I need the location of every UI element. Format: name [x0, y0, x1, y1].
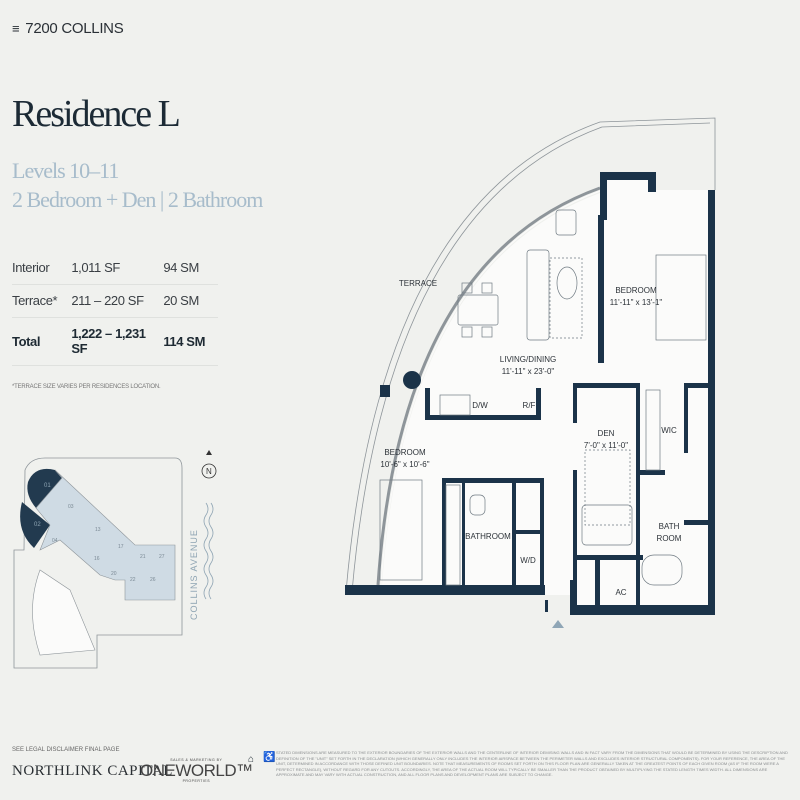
equal-housing-icon: ⌂: [248, 754, 255, 765]
north-arrow-icon: [206, 450, 212, 455]
refrigerator-label: R/F: [523, 401, 536, 410]
area-label: Total: [12, 317, 72, 366]
legal-note: SEE LEGAL DISCLAIMER FINAL PAGE: [12, 747, 120, 753]
area-sf: 1,222 – 1,231 SF: [71, 317, 164, 366]
bed-1: [655, 254, 707, 341]
adjacent-building: [32, 569, 96, 656]
developer-logo: NORTHLINK CAPITAL: [12, 763, 173, 779]
area-label: Terrace*: [12, 284, 72, 318]
unit-label: 04: [52, 538, 58, 544]
stacked-lines-logo-icon: ≡: [12, 21, 20, 36]
area-sf: 1,011 SF: [71, 252, 164, 285]
room-living-dim: 11'-11" x 23'-0": [502, 367, 555, 376]
tower-units: [35, 469, 176, 601]
unit-label: 27: [159, 554, 165, 560]
unit-label: 03: [68, 504, 74, 510]
unit-02-highlight: [20, 502, 50, 548]
key-plan: 01 02 03 04 13 17 21 27 16 20 22 26 N CO…: [13, 450, 217, 669]
room-bedroom-1: BEDROOM: [615, 286, 657, 295]
room-labels: TERRACE LIVING/DINING 11'-11" x 23'-0" B…: [380, 279, 681, 597]
bathtub: [641, 554, 683, 586]
page-title: Residence L: [12, 93, 181, 135]
brand-name: 7200 COLLINS: [25, 20, 124, 37]
levels-text: Levels 10–11: [12, 158, 119, 183]
residence-subtitle: Levels 10–11 2 Bedroom + Den | 2 Bathroo…: [12, 156, 263, 214]
unit-label: 22: [130, 577, 136, 583]
area-sm: 94 SM: [163, 252, 218, 285]
area-sm: 114 SM: [163, 317, 218, 366]
unit-label: 16: [94, 556, 100, 562]
entry-arrow-icon: [552, 620, 564, 628]
room-bathroom-1: BATHROOM: [465, 532, 511, 541]
accessibility-icon: ♿: [263, 752, 276, 763]
room-bedroom-2: BEDROOM: [384, 448, 426, 457]
bed-2: [379, 479, 423, 581]
bed-bath-text: 2 Bedroom + Den | 2 Bathroom: [12, 187, 263, 212]
area-sm: 20 SM: [163, 284, 218, 318]
disclaimer-text: Stated dimensions are measured to the ex…: [276, 750, 788, 777]
unit-floor: [346, 175, 710, 612]
room-bathroom-2-line2: ROOM: [657, 534, 682, 543]
area-sf: 211 – 220 SF: [71, 284, 164, 318]
dining-table: [457, 294, 499, 326]
terrace-footnote: *TERRACE SIZE VARIES PER RESIDENCES LOCA…: [12, 384, 161, 390]
unit-label: 13: [95, 527, 101, 533]
street-label: COLLINS AVENUE: [189, 529, 199, 620]
unit-01-highlight: [27, 468, 62, 508]
site-outline: [13, 457, 183, 669]
room-den-dim: 7'-0" x 11'-0": [584, 441, 628, 450]
brand-header: ≡ 7200 COLLINS: [12, 20, 124, 37]
floor-plan: TERRACE LIVING/DINING 11'-11" x 23'-0" B…: [345, 117, 716, 628]
unit-label: 02: [34, 522, 41, 528]
washer-dryer-label: W/D: [520, 556, 536, 565]
north-compass-icon: [201, 463, 217, 479]
water-wave-icon: [203, 502, 209, 600]
area-label: Interior: [12, 252, 72, 285]
dishwasher-label: D/W: [472, 401, 488, 410]
room-bedroom-2-dim: 10'-6" x 10'-6": [380, 460, 429, 469]
den-sofa: [581, 504, 633, 546]
toilet: [469, 494, 486, 516]
north-label: N: [206, 467, 212, 476]
marketing-logo: SALES & MARKETING BY ONEWORLD™ PROPERTIE…: [140, 758, 253, 783]
closet: [645, 389, 661, 471]
unit-label: 17: [118, 544, 124, 550]
ac-label: AC: [615, 588, 626, 597]
sofa: [526, 249, 550, 341]
room-wic: WIC: [661, 426, 677, 435]
rug: [549, 257, 583, 339]
column: [403, 371, 421, 389]
unit-label: 21: [140, 554, 146, 560]
furniture: [379, 209, 707, 586]
walls: [345, 172, 715, 615]
room-bedroom-1-dim: 11'-11" x 13'-1": [610, 298, 663, 307]
room-den: DEN: [598, 429, 615, 438]
room-bathroom-2-line1: BATH: [659, 522, 680, 531]
unit-label: 20: [111, 571, 117, 577]
cooktop: [439, 394, 471, 416]
armchair: [555, 209, 577, 236]
terrace-outline: [345, 117, 716, 593]
room-terrace: TERRACE: [399, 279, 437, 288]
unit-label: 01: [44, 483, 51, 489]
closet-2: [445, 484, 461, 586]
room-living: LIVING/DINING: [500, 355, 556, 364]
glass-wall: [376, 186, 601, 586]
unit-label: 26: [150, 577, 156, 583]
